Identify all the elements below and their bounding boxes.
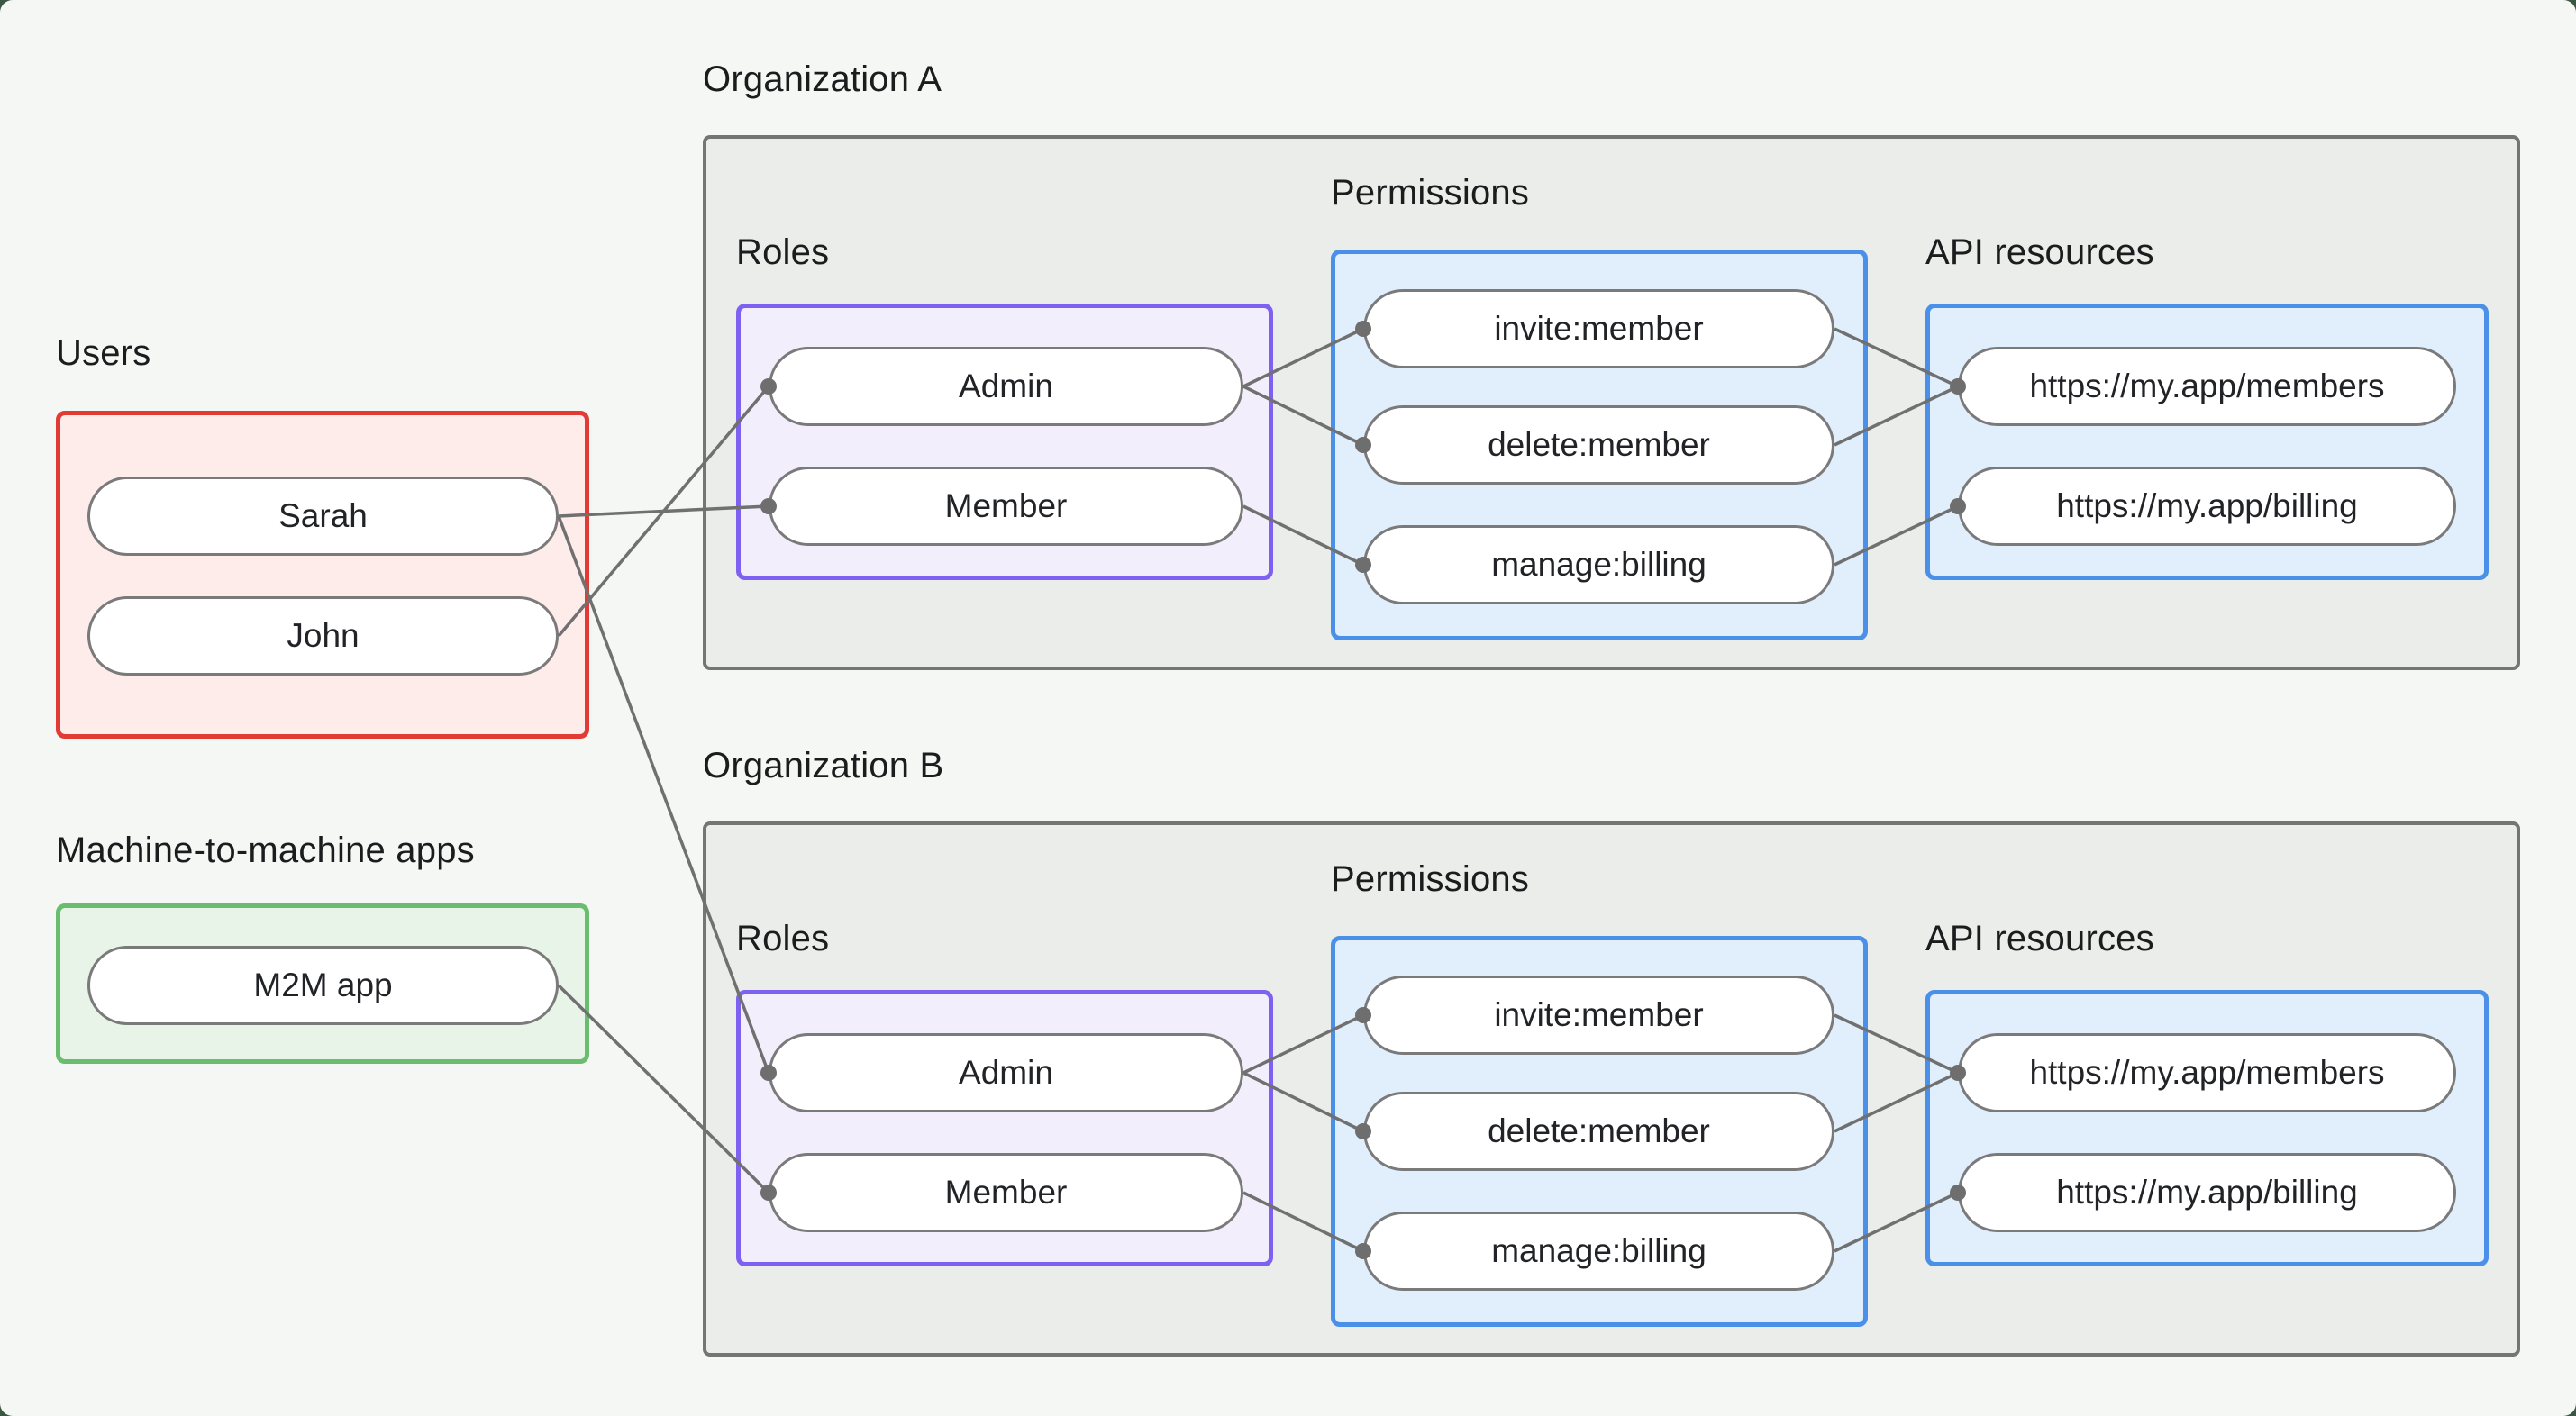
users-group-label: Users [56,333,151,373]
node-org-a-role-admin: Admin [769,347,1243,426]
org-a-title: Organization A [703,59,942,99]
org-b-title: Organization B [703,746,944,785]
node-org-b-role-admin: Admin [769,1033,1243,1112]
m2m-group-label: Machine-to-machine apps [56,831,475,870]
node-org-a-perm-manage-billing: manage:billing [1363,525,1834,604]
node-org-b-role-member: Member [769,1153,1243,1232]
node-user-john: John [87,596,559,676]
org-b-roles-label: Roles [736,919,830,958]
org-b-permissions-label: Permissions [1331,859,1530,899]
node-org-a-api-billing: https://my.app/billing [1958,467,2456,546]
node-user-sarah: Sarah [87,477,559,556]
node-m2m-app: M2M app [87,946,559,1025]
node-org-a-role-member: Member [769,467,1243,546]
node-org-a-api-members: https://my.app/members [1958,347,2456,426]
users-group-box [56,411,589,739]
node-org-b-api-billing: https://my.app/billing [1958,1153,2456,1232]
node-org-b-perm-delete-member: delete:member [1363,1092,1834,1171]
org-a-permissions-label: Permissions [1331,173,1530,213]
org-b-api-label: API resources [1925,919,2154,958]
node-org-a-perm-invite-member: invite:member [1363,289,1834,368]
org-a-roles-label: Roles [736,232,830,272]
node-org-b-perm-manage-billing: manage:billing [1363,1212,1834,1291]
org-a-api-label: API resources [1925,232,2154,272]
node-org-b-api-members: https://my.app/members [1958,1033,2456,1112]
node-org-a-perm-delete-member: delete:member [1363,405,1834,485]
node-org-b-perm-invite-member: invite:member [1363,976,1834,1055]
